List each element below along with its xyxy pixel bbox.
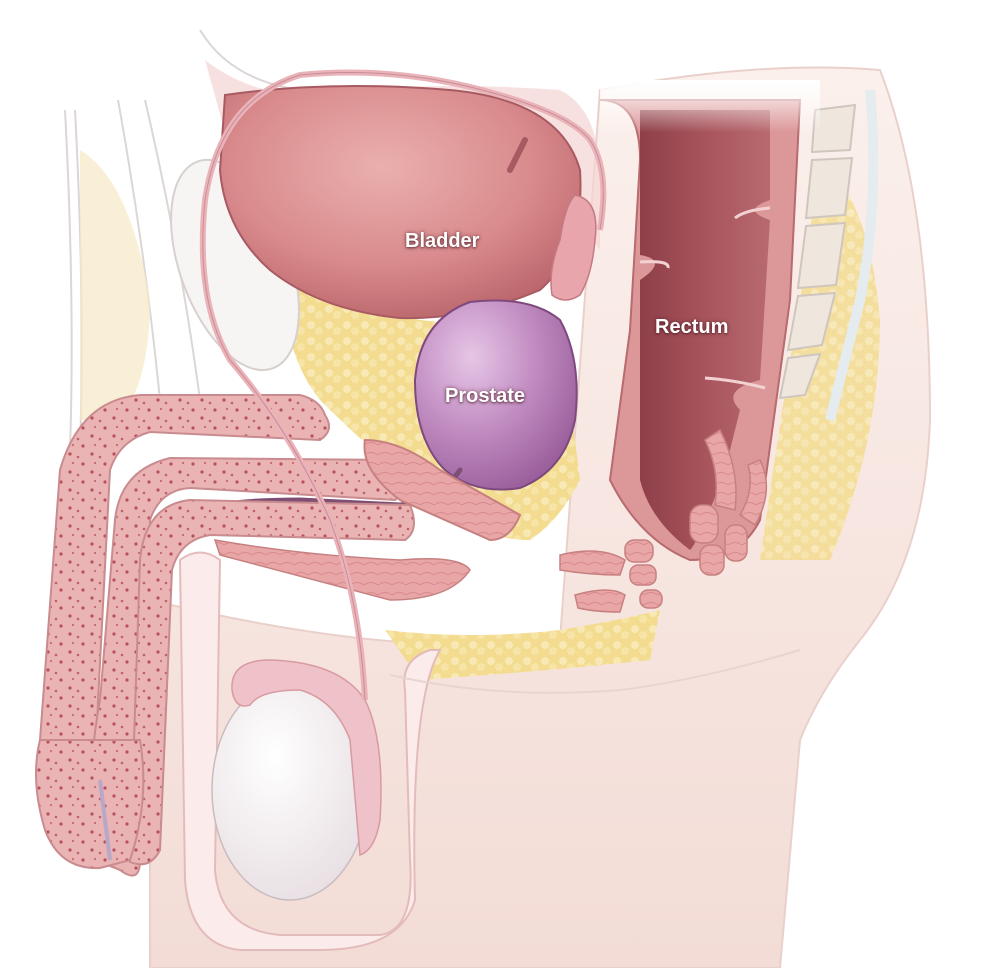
rectum-fade — [600, 80, 820, 230]
prostate — [413, 299, 578, 491]
rectal-folds — [639, 206, 771, 390]
sacrum — [778, 103, 857, 400]
corpus-spongiosum-2 — [128, 498, 415, 866]
skin-contour — [389, 649, 801, 694]
sacral-fascia — [825, 89, 879, 422]
ureter — [507, 137, 528, 173]
perineal-muscles — [559, 539, 663, 613]
glans — [35, 739, 145, 870]
anal-sphincter — [689, 428, 768, 576]
scrotum — [178, 551, 442, 951]
penis — [35, 394, 415, 877]
epididymis — [231, 659, 382, 857]
bulbospongiosus — [213, 539, 471, 601]
urethral-sphincter — [363, 438, 522, 542]
seminal-vesicle — [550, 194, 597, 301]
